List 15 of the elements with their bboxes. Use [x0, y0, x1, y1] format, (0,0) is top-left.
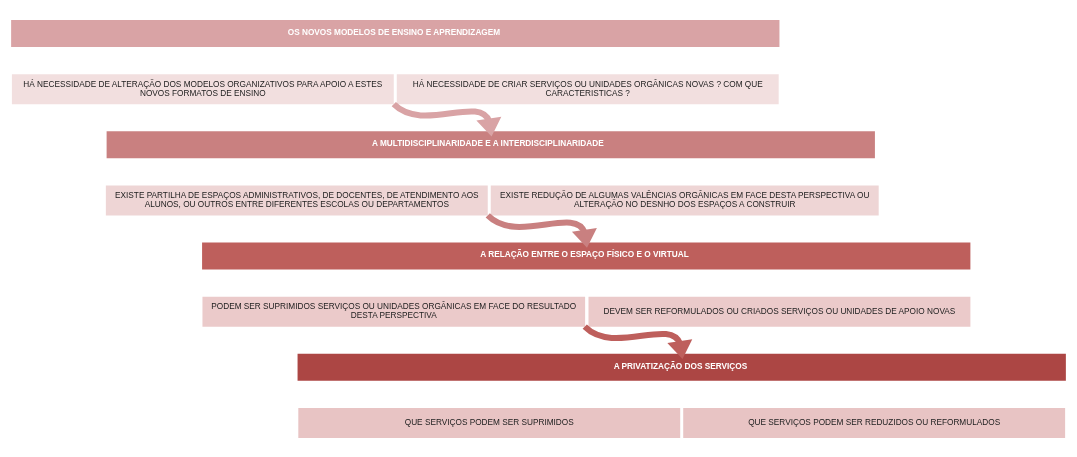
node-box: A PRIVATIZAÇÃO DOS SERVIÇOS — [297, 353, 1066, 381]
node-box: HÁ NECESSIDADE DE ALTERAÇÃO DOS MODELOS ORGANIZATIVOS PARA APOIO A ESTES NOVOS FORMATOS DE ENSINO — [11, 73, 394, 104]
arrow — [582, 323, 693, 359]
arrow — [391, 101, 502, 136]
node-box: A MULTIDISCIPLINARIDADE E A INTERDISCIPLINARIDADE — [106, 130, 875, 158]
node-box: EXISTE PARTILHA DE ESPAÇOS ADMINISTRATIVOS, DE DOCENTES, DE ATENDIMENTO AOS ALUNOS, OU OUTROS ENTRE DIFERENTES ESCOLAS OU DEPARTAMENTOS — [105, 184, 488, 215]
node-box: PODEM SER SUPRIMIDOS SERVIÇOS OU UNIDADES ORGÂNICAS EM FACE DO RESULTADO DESTA PERSPECTIVA — [202, 296, 586, 327]
node-box: QUE SERVIÇOS PODEM SER SUPRIMIDOS — [298, 407, 681, 438]
node-box: DEVEM SER REFORMULADOS OU CRIADOS SERVIÇOS OU UNIDADES DE APOIO NOVAS — [588, 296, 971, 327]
node-box: EXISTE REDUÇÃO DE ALGUMAS VALÊNCIAS ORGÂNICAS EM FACE DESTA PERSPECTIVA OU ALTERAÇÃO NO DESNHO DOS ESPAÇOS A CONSTRUIR — [490, 184, 879, 215]
arrow — [485, 212, 597, 248]
node-box: OS NOVOS MODELOS DE ENSINO E APRENDIZAGEM — [11, 19, 780, 47]
node-box: HÁ NECESSIDADE DE CRIAR SERVIÇOS OU UNIDADES ORGÂNICAS NOVAS ? COM QUE CARACTERISTICAS ? — [396, 73, 779, 104]
node-box: QUE SERVIÇOS PODEM SER REDUZIDOS OU REFORMULADOS — [683, 407, 1066, 438]
node-box: A RELAÇÃO ENTRE O ESPAÇO FÍSICO E O VIRTUAL — [202, 242, 971, 270]
